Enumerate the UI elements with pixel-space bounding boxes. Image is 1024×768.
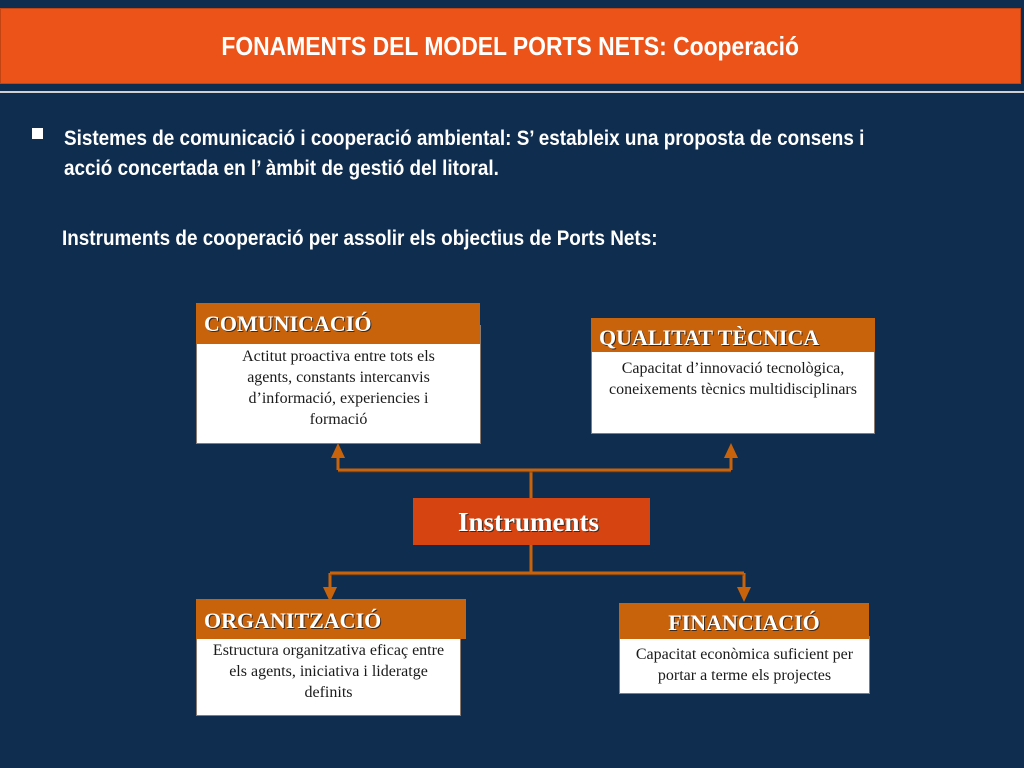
financiacio-title: FINANCIACIÓ xyxy=(668,610,820,635)
instruments-label: Instruments xyxy=(458,507,600,537)
bullet-text: Sistemes de comunicació i cooperació amb… xyxy=(64,127,865,180)
comunicacio-header: COMUNICACIÓ xyxy=(196,303,480,344)
instruments-box xyxy=(413,498,650,545)
page-title: FONAMENTS DEL MODEL PORTS NETS: Cooperac… xyxy=(221,30,800,61)
arrow-up-right-icon xyxy=(724,443,738,458)
comunicacio-box: Actitut proactiva entre tots els agents,… xyxy=(196,325,481,444)
qualitat-box: Capacitat d’innovació tecnològica, conei… xyxy=(591,350,875,434)
comunicacio-title: COMUNICACIÓ xyxy=(204,311,372,336)
organitzacio-title: ORGANITZACIÓ xyxy=(204,608,382,633)
qualitat-header: QUALITAT TÈCNICA xyxy=(591,318,875,352)
arrow-down-right-icon xyxy=(737,587,751,602)
financiacio-text: Capacitat econòmica suficient per portar… xyxy=(635,646,854,684)
instruments-heading: Instruments de cooperació per assolir el… xyxy=(62,227,658,250)
organitzacio-box: Estructura organitzativa eficaç entre el… xyxy=(196,632,461,716)
qualitat-text: Capacitat d’innovació tecnològica, conei… xyxy=(609,360,857,398)
title-bar: FONAMENTS DEL MODEL PORTS NETS: Cooperac… xyxy=(0,8,1021,84)
comunicacio-text: Actitut proactiva entre tots els agents,… xyxy=(242,348,435,428)
financiacio-box: Capacitat econòmica suficient per portar… xyxy=(619,636,870,694)
bullet-icon xyxy=(32,128,43,139)
arrow-down-left-icon xyxy=(323,587,337,602)
organitzacio-header: ORGANITZACIÓ xyxy=(196,599,466,639)
qualitat-title: QUALITAT TÈCNICA xyxy=(599,325,820,350)
financiacio-header: FINANCIACIÓ xyxy=(619,603,869,639)
organitzacio-text: Estructura organitzativa eficaç entre el… xyxy=(212,642,445,701)
divider xyxy=(0,91,1024,93)
arrow-up-left-icon xyxy=(331,443,345,458)
